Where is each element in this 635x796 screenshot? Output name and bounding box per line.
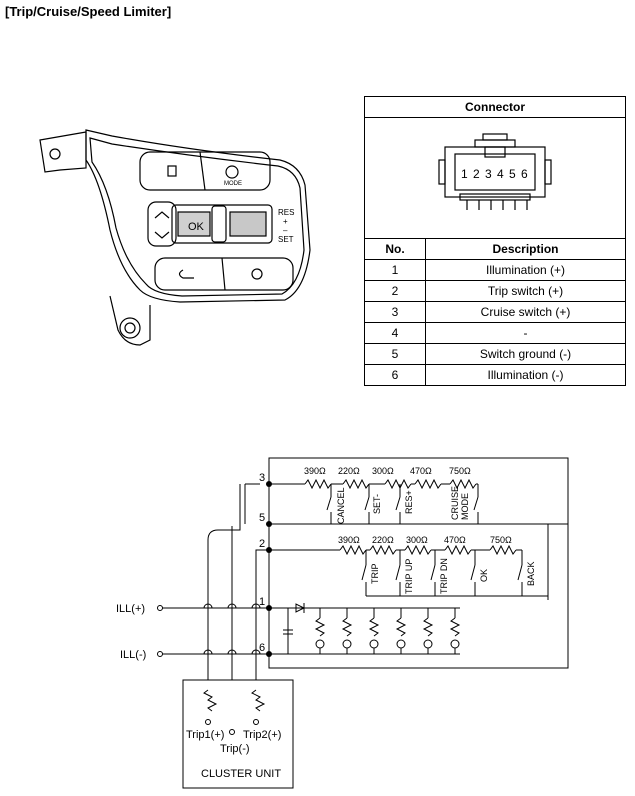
switch-cancel: CANCEL (336, 487, 346, 524)
connector-icon: 1 2 3 4 5 6 (438, 132, 552, 210)
trip2-label: Trip2(+) (243, 729, 281, 741)
cruise-resistor: 750Ω (449, 466, 471, 476)
switch-mode: MODE (460, 493, 470, 520)
trip-resistor: 220Ω (372, 535, 394, 545)
terminal-5: 5 (259, 512, 265, 524)
trip-minus-label: Trip(-) (220, 743, 250, 755)
pin-2: 2 (473, 167, 480, 181)
row-desc: Illumination (+) (425, 259, 626, 281)
connector-table: Connector 1 2 3 4 5 (364, 96, 626, 386)
pin-1: 1 (461, 167, 468, 181)
terminal-3: 3 (259, 472, 265, 484)
switch-trip-up: TRIP UP (404, 559, 414, 594)
pin-4: 4 (497, 167, 504, 181)
ill-plus-label: ILL(+) (116, 603, 145, 615)
cruise-resistor: 300Ω (372, 466, 394, 476)
page-title: [Trip/Cruise/Speed Limiter] (5, 4, 172, 19)
trip1-label: Trip1(+) (186, 729, 224, 741)
cluster-unit-label: CLUSTER UNIT (201, 768, 281, 780)
trip-resistor: 300Ω (406, 535, 428, 545)
trip-resistor: 750Ω (490, 535, 512, 545)
col-no: No. (364, 238, 426, 260)
switch-set: SET- (372, 494, 382, 514)
pin-5: 5 (509, 167, 516, 181)
terminal-2: 2 (259, 538, 265, 550)
pin-6: 6 (521, 167, 528, 181)
connector-picture: 1 2 3 4 5 6 (364, 117, 626, 239)
switch-ok: OK (479, 569, 489, 582)
mode-label: MODE (224, 181, 242, 187)
trip-resistor: 470Ω (444, 535, 466, 545)
cruise-resistor: 390Ω (304, 466, 326, 476)
terminal-6: 6 (259, 642, 265, 654)
pin-3: 3 (485, 167, 492, 181)
minus-label: – (283, 226, 288, 235)
cruise-resistor: 470Ω (410, 466, 432, 476)
switch-trip-dn: TRIP DN (439, 558, 449, 594)
ill-minus-label: ILL(-) (120, 649, 146, 661)
trip-resistor: 390Ω (338, 535, 360, 545)
switch-trip: TRIP (370, 563, 380, 584)
cruise-resistor: 220Ω (338, 466, 360, 476)
switch-res: RES+ (404, 490, 414, 514)
res-label: RES (278, 208, 294, 217)
switch-cruise: CRUISE (450, 486, 460, 520)
switch-back: BACK (526, 561, 536, 586)
ok-label: OK (188, 221, 205, 233)
row-desc: Illumination (-) (425, 364, 626, 386)
terminal-1: 1 (259, 596, 265, 608)
plus-label: + (283, 217, 288, 226)
set-label: SET (278, 235, 294, 244)
